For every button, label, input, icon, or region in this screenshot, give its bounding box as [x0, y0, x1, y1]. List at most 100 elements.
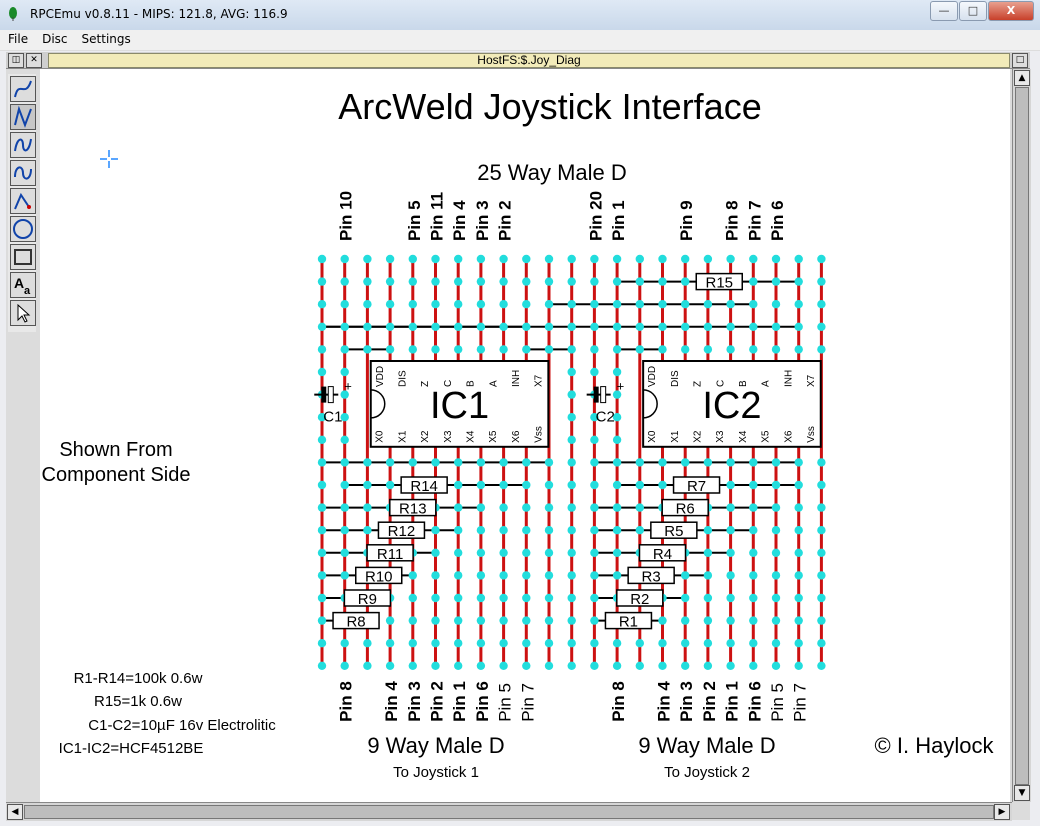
pad [658, 345, 667, 354]
pad [317, 345, 327, 354]
pad [499, 345, 508, 354]
toggle-size-icon[interactable]: □ [1012, 53, 1028, 68]
minimize-button[interactable]: — [930, 1, 958, 21]
maximize-button[interactable]: □ [959, 1, 987, 21]
pad [749, 661, 758, 670]
pad [612, 254, 622, 264]
pad [567, 300, 576, 309]
pad [817, 322, 826, 331]
horizontal-scroll-thumb[interactable] [24, 805, 994, 819]
pad [794, 548, 803, 557]
menu-disc[interactable]: Disc [42, 32, 68, 46]
scroll-right-icon[interactable]: ▶ [994, 804, 1010, 820]
pad [817, 254, 826, 264]
pad [317, 413, 327, 422]
cap-plate [600, 386, 607, 404]
pad [794, 300, 803, 309]
pad [749, 548, 758, 557]
resistor-label: R10 [365, 568, 393, 585]
pad [522, 254, 531, 264]
pad [658, 661, 667, 670]
pad [476, 345, 486, 354]
pad [726, 593, 735, 603]
curve-tool-icon[interactable] [10, 132, 36, 158]
pad [431, 593, 440, 603]
pad [544, 571, 554, 580]
pad [703, 322, 713, 331]
top-pin-label: Pin 6 [768, 200, 787, 241]
top-pin-label: Pin 8 [723, 200, 742, 241]
pad [363, 254, 372, 264]
pad [340, 345, 349, 354]
pad [317, 526, 327, 535]
scroll-up-icon[interactable]: ▲ [1014, 70, 1030, 86]
pad [476, 322, 486, 331]
pad [726, 480, 735, 490]
pad [522, 593, 531, 603]
pad [317, 254, 327, 264]
pad [499, 503, 508, 512]
pad [385, 458, 395, 467]
pad [703, 300, 713, 309]
horizontal-scrollbar[interactable]: ◀ ▶ [6, 802, 1012, 821]
pad [658, 458, 667, 467]
pad [726, 458, 735, 467]
pad [317, 593, 327, 603]
pad [794, 526, 803, 535]
pad [749, 458, 758, 467]
pad [771, 503, 781, 512]
ic-top-pin: X7 [534, 374, 545, 387]
select-tool-icon[interactable] [10, 300, 36, 326]
rectangle-tool-icon[interactable] [10, 244, 36, 270]
risc-window-title[interactable]: HostFS:$.Joy_Diag [48, 53, 1010, 68]
copyright: © I. Haylock [875, 733, 995, 758]
closed-curve-tool-icon[interactable] [10, 104, 36, 130]
ic-top-pin: C [443, 380, 454, 387]
scroll-down-icon[interactable]: ▼ [1014, 785, 1030, 801]
pad [726, 639, 735, 648]
pad [431, 526, 440, 535]
pad [317, 639, 327, 648]
menu-file[interactable]: File [8, 32, 29, 46]
ic-bottom-pin: X5 [488, 430, 499, 443]
parts-line-1: R1-R14=100k 0.6w [74, 670, 203, 687]
pad [794, 639, 803, 648]
pad [726, 345, 735, 354]
pad [771, 458, 781, 467]
close-icon[interactable]: ✕ [26, 53, 42, 68]
close-button[interactable]: X [988, 1, 1034, 21]
back-icon[interactable]: ◫ [8, 53, 24, 68]
vertical-scrollbar[interactable]: ▲ ▼ [1012, 69, 1031, 802]
capacitor-c1: +C1 [314, 379, 352, 426]
diagram-title: ArcWeld Joystick Interface [338, 86, 761, 127]
pad [681, 661, 690, 670]
pad [454, 300, 463, 309]
resistor-body [400, 476, 448, 494]
pad [635, 526, 644, 535]
pad [476, 639, 486, 648]
ic-bottom-pin: X6 [783, 430, 794, 443]
ic-label: IC1 [430, 385, 489, 427]
pad [408, 458, 417, 467]
pad [817, 639, 826, 648]
ellipse-tool-icon[interactable] [10, 216, 36, 242]
open-curve-tool-icon[interactable] [10, 76, 36, 102]
menu-settings[interactable]: Settings [81, 32, 131, 46]
pad [317, 435, 327, 444]
svg-text:A: A [14, 275, 24, 291]
pad [454, 526, 463, 535]
joystick-diagram: IC1VDDX0DISX1ZX2CX3BX4AX5INHX6X7VssIC2VD… [42, 86, 995, 781]
vertical-scroll-thumb[interactable] [1015, 87, 1029, 785]
pad [431, 616, 440, 625]
scroll-left-icon[interactable]: ◀ [7, 804, 23, 820]
ic-top-pin: INH [783, 370, 794, 387]
loop-tool-icon[interactable] [10, 160, 36, 186]
pad [817, 526, 826, 535]
pad [431, 661, 440, 670]
line-tool-icon[interactable] [10, 188, 36, 214]
resistor-label: R13 [399, 501, 427, 518]
pad [817, 300, 826, 309]
pad [544, 548, 554, 557]
